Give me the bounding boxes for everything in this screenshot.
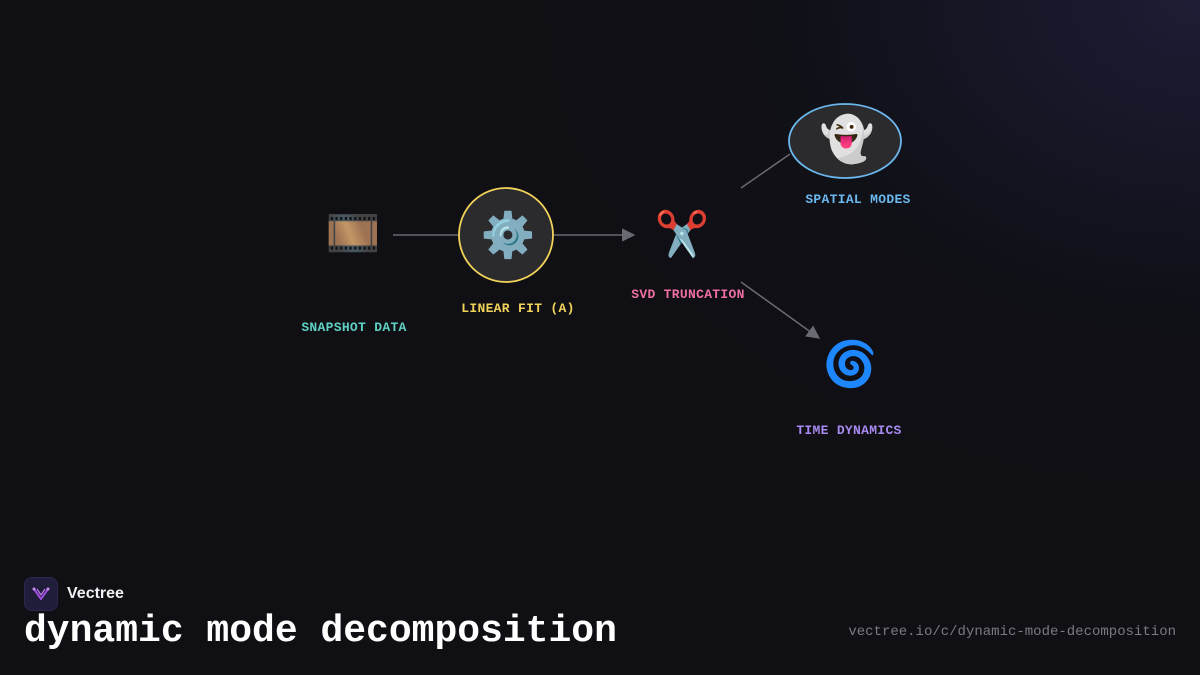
- node-circle-linear-fit: [458, 187, 554, 283]
- vectree-logo-icon: [24, 577, 58, 611]
- node-label-svd-truncation: SVD TRUNCATION: [631, 287, 744, 302]
- node-linear-fit[interactable]: ⚙️ LINEAR FIT (A): [458, 187, 575, 316]
- gear-icon: ⚙️: [481, 210, 536, 261]
- node-time-dynamics[interactable]: 🌀 TIME DYNAMICS: [796, 337, 901, 438]
- film-frames-icon: 🎞️: [326, 208, 381, 259]
- scissors-icon: ✂️: [655, 207, 710, 260]
- node-label-time-dynamics: TIME DYNAMICS: [796, 423, 901, 438]
- page-title: dynamic mode decomposition: [24, 610, 617, 653]
- node-svd-truncation[interactable]: ✂️ SVD TRUNCATION: [631, 207, 744, 302]
- brand[interactable]: Vectree: [24, 577, 124, 611]
- node-snapshot-data[interactable]: 🎞️ SNAPSHOT DATA: [301, 208, 406, 335]
- node-ellipse-spatial-modes: [788, 103, 902, 179]
- node-label-snapshot-data: SNAPSHOT DATA: [301, 320, 406, 335]
- spiral-icon: 🌀: [823, 337, 878, 390]
- node-spatial-modes[interactable]: 👻 SPATIAL MODES: [788, 103, 911, 207]
- ghost-icon: 👻: [820, 112, 875, 165]
- edge-svd-to-time-dynamics: [740, 281, 821, 339]
- node-label-spatial-modes: SPATIAL MODES: [805, 192, 910, 207]
- brand-name: Vectree: [67, 585, 124, 602]
- node-label-linear-fit: LINEAR FIT (A): [461, 301, 574, 316]
- edge-svd-to-spatial-modes: [740, 153, 791, 189]
- page-url[interactable]: vectree.io/c/dynamic-mode-decomposition: [848, 624, 1176, 640]
